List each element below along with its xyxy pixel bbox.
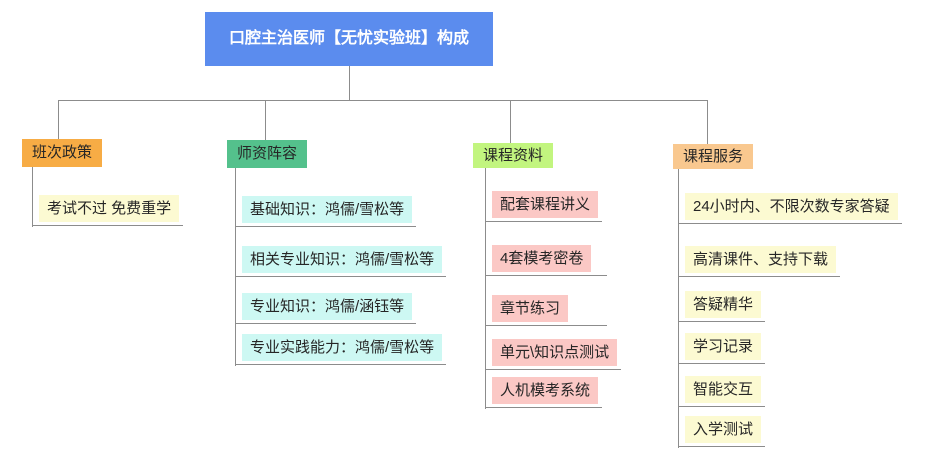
branch-header-materials[interactable]: 课程资料 <box>473 143 554 168</box>
child-node[interactable]: 章节练习 <box>492 295 569 322</box>
connector-root-vertical <box>349 66 350 100</box>
branch-spine-faculty <box>235 168 236 366</box>
branch-children-services: 24小时内、不限次数专家答疑高清课件、支持下载答疑精华学习记录智能交互入学测试 <box>678 169 902 447</box>
child-row: 章节练习 <box>485 295 608 326</box>
child-row: 高清课件、支持下载 <box>678 246 841 277</box>
connector-drop-materials <box>510 100 511 143</box>
branch-spine-materials <box>485 168 486 409</box>
child-node[interactable]: 考试不过 免费重学 <box>39 195 180 222</box>
root-node[interactable]: 口腔主治医师【无忧实验班】构成 <box>205 12 493 66</box>
child-row: 基础知识：鸿儒/雪松等 <box>235 196 417 227</box>
child-row: 相关专业知识：鸿儒/雪松等 <box>235 246 447 277</box>
connector-drop-faculty <box>265 100 266 140</box>
child-row: 智能交互 <box>678 376 766 407</box>
child-node[interactable]: 相关专业知识：鸿儒/雪松等 <box>242 246 443 273</box>
child-node[interactable]: 4套模考密卷 <box>492 245 592 272</box>
connector-drop-services <box>707 100 708 144</box>
branch-header-policy[interactable]: 班次政策 <box>22 139 103 167</box>
child-row: 专业知识：鸿儒/涵钰等 <box>235 293 417 324</box>
child-row: 考试不过 免费重学 <box>32 195 184 226</box>
connector-drop-policy <box>58 100 59 139</box>
child-row: 4套模考密卷 <box>485 245 608 276</box>
branch-header-faculty[interactable]: 师资阵容 <box>227 140 308 168</box>
child-node[interactable]: 人机模考系统 <box>492 377 599 404</box>
child-row: 学习记录 <box>678 333 766 364</box>
branch-children-faculty: 基础知识：鸿儒/雪松等相关专业知识：鸿儒/雪松等专业知识：鸿儒/涵钰等专业实践能… <box>235 168 447 365</box>
branch-children-materials: 配套课程讲义 4套模考密卷章节练习单元\知识点测试人机模考系统 <box>485 168 622 408</box>
child-row: 单元\知识点测试 <box>485 339 622 370</box>
child-row: 配套课程讲义 <box>485 191 603 222</box>
child-node[interactable]: 24小时内、不限次数专家答疑 <box>685 193 898 220</box>
branch-header-services[interactable]: 课程服务 <box>673 144 754 169</box>
child-node[interactable]: 配套课程讲义 <box>492 191 599 218</box>
child-row: 入学测试 <box>678 416 766 447</box>
child-node[interactable]: 单元\知识点测试 <box>492 339 618 366</box>
branch-spine-services <box>678 169 679 448</box>
child-row: 人机模考系统 <box>485 377 603 408</box>
child-node[interactable]: 高清课件、支持下载 <box>685 246 837 273</box>
child-node[interactable]: 入学测试 <box>685 416 762 443</box>
child-row: 专业实践能力：鸿儒/雪松等 <box>235 334 447 365</box>
branch-spine-policy <box>32 167 33 227</box>
child-node[interactable]: 专业实践能力：鸿儒/雪松等 <box>242 334 443 361</box>
branch-children-policy: 考试不过 免费重学 <box>32 167 184 226</box>
child-row: 答疑精华 <box>678 291 766 322</box>
child-row: 24小时内、不限次数专家答疑 <box>678 193 902 224</box>
child-node[interactable]: 专业知识：鸿儒/涵钰等 <box>242 293 413 320</box>
child-node[interactable]: 答疑精华 <box>685 291 762 318</box>
child-node[interactable]: 学习记录 <box>685 333 762 360</box>
connector-main-horizontal <box>58 100 708 101</box>
child-node[interactable]: 基础知识：鸿儒/雪松等 <box>242 196 413 223</box>
child-node[interactable]: 智能交互 <box>685 376 762 403</box>
